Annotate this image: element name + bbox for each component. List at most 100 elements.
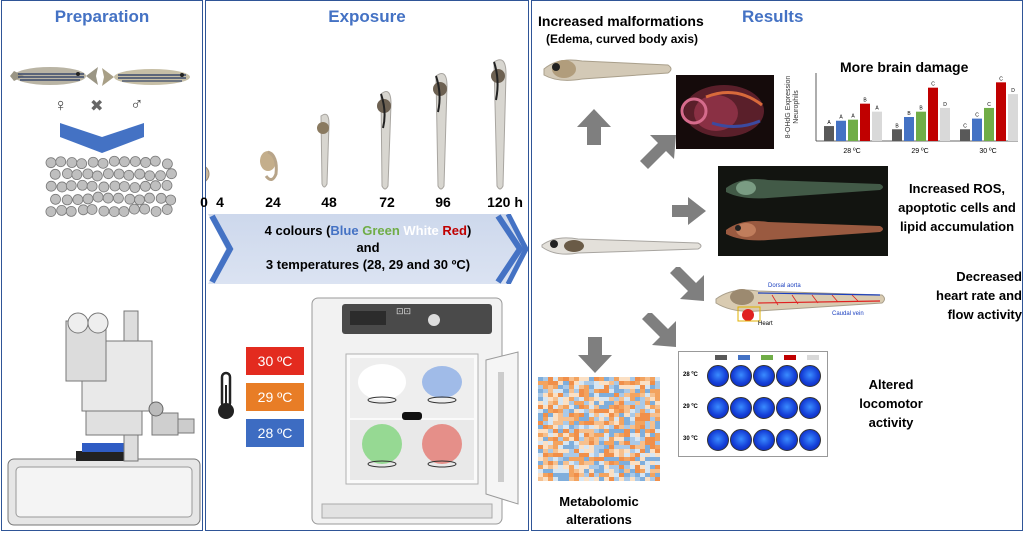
heatmap-cell (553, 377, 559, 382)
heatmap-cell (588, 409, 595, 414)
colour-green: Green (362, 223, 400, 238)
heatmap-cell (644, 405, 651, 410)
heatmap-cell (629, 397, 636, 402)
heatmap-cell (629, 377, 636, 382)
heatmap-cell (548, 437, 554, 442)
heatmap-cell (573, 461, 580, 466)
heatmap-cell (654, 377, 660, 382)
heatmap-cell (654, 433, 660, 438)
heatmap-cell (614, 405, 620, 410)
heatmap-cell (619, 445, 625, 450)
heatmap-cell (629, 389, 636, 394)
heatmap-cell (609, 477, 615, 481)
heatmap-cell (563, 397, 569, 402)
heatmap-cell (548, 405, 554, 410)
arrow-upright-icon (640, 135, 676, 169)
heatmap-cell (614, 465, 620, 470)
arrow-down-icon (578, 337, 612, 373)
timepoint-96: 96 (435, 194, 451, 210)
exposure-title: Exposure (328, 7, 406, 26)
heatmap-cell (558, 389, 564, 394)
heatmap-cell (538, 409, 544, 414)
heatmap-cell (538, 441, 544, 446)
heatmap-cell (619, 377, 625, 382)
heatmap-cell (599, 477, 605, 481)
heatmap-cell (644, 449, 651, 454)
heatmap-cell (538, 377, 544, 382)
heatmap-cell (654, 421, 660, 426)
metabolomic-line2: alterations (566, 512, 632, 527)
heatmap-cell (639, 453, 646, 458)
egg (108, 155, 120, 167)
colour-white: White (403, 223, 439, 238)
heatmap-cell (563, 425, 569, 430)
cross-symbol: ✖ (90, 98, 104, 115)
heatmap-cell (553, 433, 559, 438)
heatmap-cell (629, 405, 636, 410)
heatmap-cell (644, 465, 651, 470)
heatmap-cell (649, 417, 656, 422)
heatmap-cell (619, 425, 625, 430)
heatmap-cell (639, 477, 646, 481)
chart-ylabel-line1: 8-OHdG Expression (785, 76, 792, 139)
heatmap-cell (538, 477, 544, 481)
heatmap-cell (614, 441, 620, 446)
heatmap-cell (548, 469, 554, 474)
egg (123, 169, 135, 181)
heatmap-cell (609, 437, 615, 442)
heatmap-cell (558, 377, 564, 382)
heatmap-cell (548, 457, 554, 462)
heatmap-cell (639, 417, 646, 422)
heatmap-cell (578, 441, 585, 446)
heatmap-cell (573, 425, 580, 430)
male-zebrafish-image (102, 68, 190, 86)
heatmap-cell (548, 421, 554, 426)
heatmap-cell (548, 441, 554, 446)
heatmap-cell (624, 429, 630, 434)
heatmap-cell (639, 389, 646, 394)
egg (166, 168, 177, 180)
heatmap-cell (619, 421, 625, 426)
colour-swatch (738, 355, 750, 360)
egg (161, 158, 173, 170)
banner-suffix: ) (466, 223, 472, 238)
heatmap-cell (583, 425, 590, 430)
heatmap-cell (553, 477, 559, 481)
egg (134, 194, 145, 206)
heatmap-cell (543, 461, 549, 466)
heart-label: Heart (758, 321, 773, 327)
heatmap-cell (629, 449, 636, 454)
heatmap-cell (543, 453, 549, 458)
heatmap-cell (634, 425, 641, 430)
heatmap-cell (624, 385, 630, 390)
arrow-up-icon (577, 109, 611, 145)
heatmap-cell (588, 453, 595, 458)
heatmap-cell (573, 389, 580, 394)
heatmap-cell (624, 381, 630, 386)
heatmap-cell (568, 437, 575, 442)
heatmap-cell (609, 389, 615, 394)
heatmap-cell (538, 433, 544, 438)
heatmap-cell (609, 421, 615, 426)
egg (118, 206, 130, 217)
egg (82, 193, 94, 205)
heatmap-cell (639, 401, 646, 406)
heatmap-cell (634, 469, 641, 474)
heatmap-cell (593, 389, 600, 394)
heatmap-cell (654, 413, 660, 418)
heatmap-cell (563, 393, 569, 398)
heatmap-cell (634, 417, 641, 422)
heatmap-cell (649, 477, 656, 481)
timepoint-4: 4 (216, 194, 224, 210)
heatmap-cell (639, 445, 646, 450)
heatmap-cell (609, 445, 615, 450)
chart-bar (860, 103, 870, 141)
heatmap-cell (548, 377, 554, 382)
ros-line1: Increased ROS, (908, 181, 1006, 196)
heatmap-cell (609, 429, 615, 434)
loco-temp-29: 29 ºC (683, 404, 698, 410)
heatmap-cell (654, 385, 660, 390)
heatmap-cell (543, 389, 549, 394)
egg (140, 157, 152, 168)
egg (124, 193, 136, 205)
